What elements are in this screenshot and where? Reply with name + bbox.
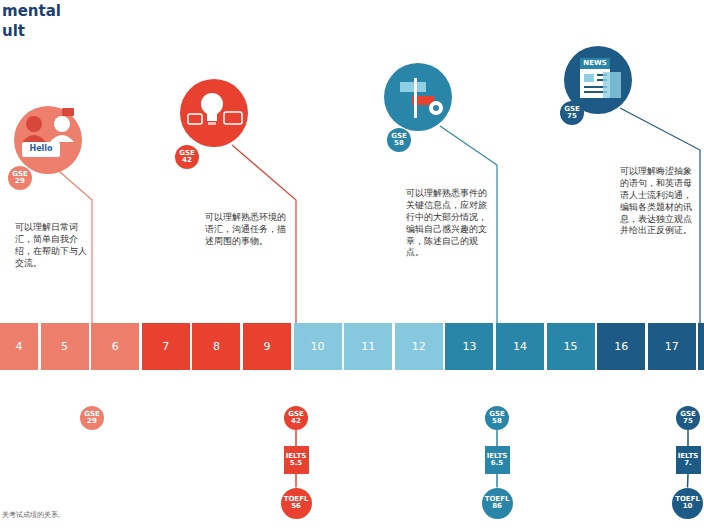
level-number: 5 — [61, 341, 68, 353]
score-badge-box: IELTS 6.5 — [485, 446, 510, 474]
scale-segment: 9 — [243, 323, 291, 370]
score-badge-box: IELTS 5.5 — [284, 446, 309, 474]
level-number: 6 — [112, 341, 119, 353]
score-text: TOEFL 56 — [284, 496, 309, 511]
scale-segment: 4 — [0, 323, 38, 370]
score-text: GSE 42 — [288, 411, 304, 426]
level-number: 11 — [361, 341, 375, 353]
score-text: GSE 58 — [489, 411, 505, 426]
level-number: 13 — [462, 341, 476, 353]
level-number: 15 — [564, 341, 578, 353]
icon-circle — [180, 79, 248, 147]
score-badge-circle: TOEFL 86 — [482, 488, 513, 519]
level-number: 8 — [213, 341, 220, 353]
scale-segment: 12 — [395, 323, 443, 370]
score-text: GSE 29 — [12, 171, 28, 186]
scale-segment: 8 — [192, 323, 240, 370]
leader-line — [620, 108, 700, 323]
icon-text: NEWS — [580, 59, 610, 69]
level-number: 9 — [264, 341, 271, 353]
scale-segment: 11 — [344, 323, 392, 370]
title-fragment: ult — [2, 22, 25, 41]
level-number: 17 — [665, 341, 679, 353]
score-connector — [496, 474, 498, 488]
icon-text: Hello — [22, 143, 60, 154]
scale-segment: 7 — [142, 323, 190, 370]
score-badge-circle: GSE 42 — [284, 406, 308, 430]
level-description: 可以理解日常词汇，简单自我介绍，在帮助下与人交流。 — [15, 222, 89, 270]
score-badge-circle: TOEFL 10 — [672, 488, 703, 519]
level-number: 7 — [162, 341, 169, 353]
score-text: GSE 42 — [179, 150, 195, 165]
bar-segment-partial — [698, 323, 704, 370]
icon-circle — [384, 63, 452, 131]
score-connector — [496, 430, 498, 446]
scale-segment: 13 — [445, 323, 493, 370]
scale-segment: 6 — [91, 323, 139, 370]
scale-segment: 5 — [41, 323, 89, 370]
score-badge-box: IELTS 7. — [676, 446, 701, 474]
score-connector — [687, 430, 689, 446]
scale-segment: 17 — [648, 323, 696, 370]
level-number: 16 — [614, 341, 628, 353]
footnote: 关考试成绩的关系。 — [2, 511, 65, 520]
score-text: IELTS 5.5 — [286, 453, 307, 468]
level-number: 4 — [16, 341, 23, 353]
score-badge-circle: GSE 29 — [8, 166, 32, 190]
score-connector — [687, 474, 689, 488]
score-text: GSE 75 — [564, 106, 580, 121]
scale-segment: 10 — [294, 323, 342, 370]
score-text: GSE 29 — [84, 411, 100, 426]
leader-line — [232, 145, 296, 323]
score-badge-circle: GSE 29 — [80, 406, 104, 430]
level-number: 12 — [412, 341, 426, 353]
score-text: GSE 75 — [680, 411, 696, 426]
title-fragment: mental — [2, 2, 61, 21]
scale-segment: 15 — [547, 323, 595, 370]
score-badge-circle: GSE 58 — [485, 406, 509, 430]
score-badge-circle: GSE 58 — [387, 128, 411, 152]
score-connector — [295, 474, 297, 488]
score-badge-circle: TOEFL 56 — [281, 488, 312, 519]
score-badge-circle: GSE 42 — [175, 145, 199, 169]
level-description: 可以理解熟悉环境的语汇，沟通任务，描述周围的事物。 — [205, 212, 289, 248]
score-text: IELTS 6.5 — [487, 453, 508, 468]
level-description: 可以理解晦涩抽象的语句，和英语母语人士流利沟通，编辑各类题材的讯息，表达独立观点… — [620, 166, 696, 237]
score-text: GSE 58 — [391, 133, 407, 148]
level-description: 可以理解熟悉事件的关键信息点，应对旅行中的大部分情况，编辑自己感兴趣的文章，陈述… — [406, 188, 494, 259]
score-badge-circle: GSE 75 — [560, 101, 584, 125]
score-text: TOEFL 86 — [485, 496, 510, 511]
score-connector — [295, 430, 297, 446]
score-text: TOEFL 10 — [675, 496, 700, 511]
scale-segment: 14 — [496, 323, 544, 370]
level-number: 14 — [513, 341, 527, 353]
scale-segment: 16 — [597, 323, 645, 370]
score-badge-circle: GSE 75 — [676, 406, 700, 430]
score-text: IELTS 7. — [678, 453, 699, 468]
level-number: 10 — [311, 341, 325, 353]
icon-circle — [14, 106, 82, 174]
